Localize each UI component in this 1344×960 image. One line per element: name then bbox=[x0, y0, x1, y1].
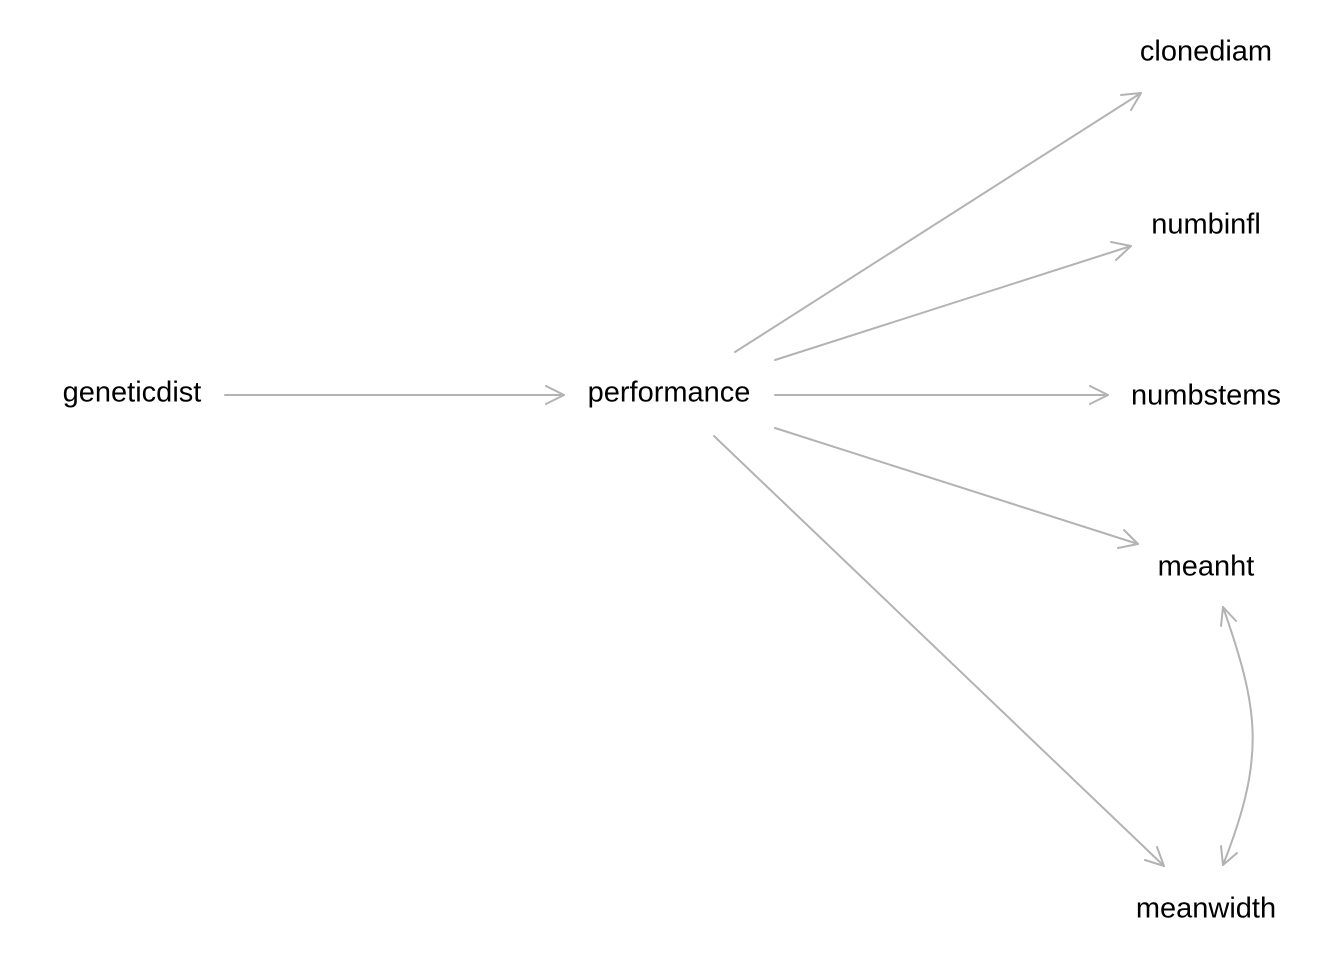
edge-performance-meanht bbox=[774, 427, 1139, 549]
edge-performance-meanwidth bbox=[713, 435, 1165, 867]
node-numbstems: numbstems bbox=[1131, 379, 1281, 412]
node-clonediam: clonediam bbox=[1139, 35, 1273, 68]
edge-meanht-meanwidth bbox=[1220, 606, 1254, 866]
edge-geneticdist-performance bbox=[224, 385, 565, 405]
edge-performance-numbinfl bbox=[774, 241, 1132, 361]
node-meanwidth: meanwidth bbox=[1135, 892, 1277, 925]
node-performance: performance bbox=[587, 376, 751, 409]
node-numbinfl: numbinfl bbox=[1151, 208, 1261, 241]
edge-performance-clonediam bbox=[734, 92, 1142, 353]
edge-performance-numbstems bbox=[774, 385, 1109, 405]
node-geneticdist: geneticdist bbox=[62, 376, 202, 409]
node-meanht: meanht bbox=[1157, 550, 1255, 583]
